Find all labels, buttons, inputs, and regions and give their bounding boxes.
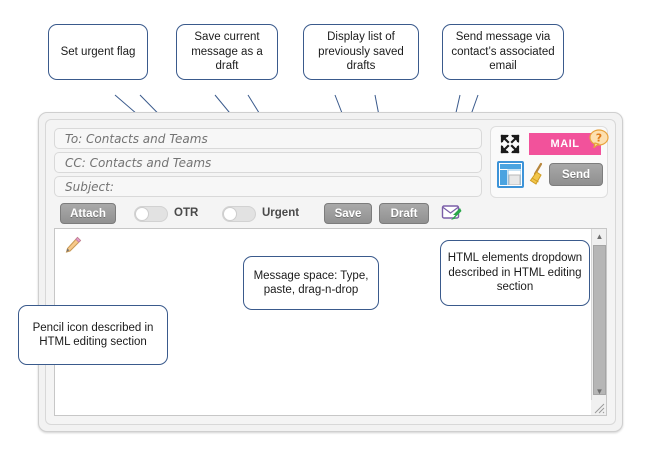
send-button[interactable]: Send — [549, 163, 603, 186]
resize-grip[interactable] — [591, 400, 606, 415]
callout-text: Send message via contact’s associated em… — [451, 31, 555, 73]
otr-toggle-label: OTR — [174, 207, 199, 219]
send-button-label: Send — [561, 168, 591, 181]
mail-badge: MAIL — [529, 133, 601, 155]
scroll-down-arrow-icon[interactable]: ▼ — [595, 387, 604, 396]
svg-text:?: ? — [596, 132, 602, 145]
message-scrollbar[interactable]: ▲ ▼ — [591, 229, 606, 415]
urgent-toggle-knob — [223, 207, 237, 221]
callout-text: Set urgent flag — [60, 45, 136, 58]
scrollbar-thumb[interactable] — [593, 245, 606, 395]
subject-field-placeholder: Subject: — [65, 179, 114, 194]
to-field[interactable]: To: Contacts and Teams — [54, 128, 482, 149]
callout-message-space: Message space: Type, paste, drag-n-drop — [243, 256, 379, 310]
envelope-arrow-icon[interactable] — [441, 203, 463, 224]
compose-toolbar: Attach OTR Urgent Save Draft — [54, 202, 607, 226]
urgent-toggle[interactable] — [222, 206, 256, 222]
scroll-up-arrow-icon[interactable]: ▲ — [595, 232, 604, 241]
callout-set-urgent-flag: Set urgent flag — [48, 24, 148, 80]
pencil-icon[interactable] — [63, 235, 83, 255]
callout-text: Save current message as a draft — [191, 31, 263, 73]
callout-save-draft: Save current message as a draft — [176, 24, 278, 80]
mail-badge-label: MAIL — [550, 138, 580, 150]
callout-send-via-email: Send message via contact’s associated em… — [442, 24, 564, 80]
otr-toggle-knob — [135, 207, 149, 221]
callout-display-drafts: Display list of previously saved drafts — [303, 24, 419, 80]
attach-button-label: Attach — [70, 207, 106, 220]
html-elements-dropdown-icon[interactable] — [497, 161, 524, 188]
action-cluster: MAIL ? Send — [490, 126, 609, 198]
urgent-toggle-label: Urgent — [262, 207, 300, 219]
subject-field[interactable]: Subject: — [54, 176, 482, 197]
callout-text: HTML elements dropdown described in HTML… — [447, 252, 583, 294]
callout-text: Pencil icon described in HTML editing se… — [32, 321, 154, 349]
to-field-placeholder: To: Contacts and Teams — [65, 131, 208, 146]
cc-field-placeholder: CC: Contacts and Teams — [65, 155, 212, 170]
callout-text: Message space: Type, paste, drag-n-drop — [253, 269, 369, 297]
draft-button-label: Draft — [390, 207, 418, 220]
attach-button[interactable]: Attach — [60, 203, 116, 224]
otr-toggle[interactable] — [134, 206, 168, 222]
broom-clear-icon[interactable] — [527, 161, 547, 187]
callout-html-dropdown: HTML elements dropdown described in HTML… — [440, 240, 590, 306]
fullscreen-expand-icon[interactable] — [497, 131, 523, 157]
callout-text: Display list of previously saved drafts — [318, 31, 404, 73]
draft-button[interactable]: Draft — [379, 203, 429, 224]
callout-pencil-icon: Pencil icon described in HTML editing se… — [18, 305, 168, 365]
save-button[interactable]: Save — [324, 203, 372, 224]
cc-field[interactable]: CC: Contacts and Teams — [54, 152, 482, 173]
question-mark-help-icon[interactable]: ? — [589, 129, 609, 149]
save-button-label: Save — [334, 207, 362, 220]
